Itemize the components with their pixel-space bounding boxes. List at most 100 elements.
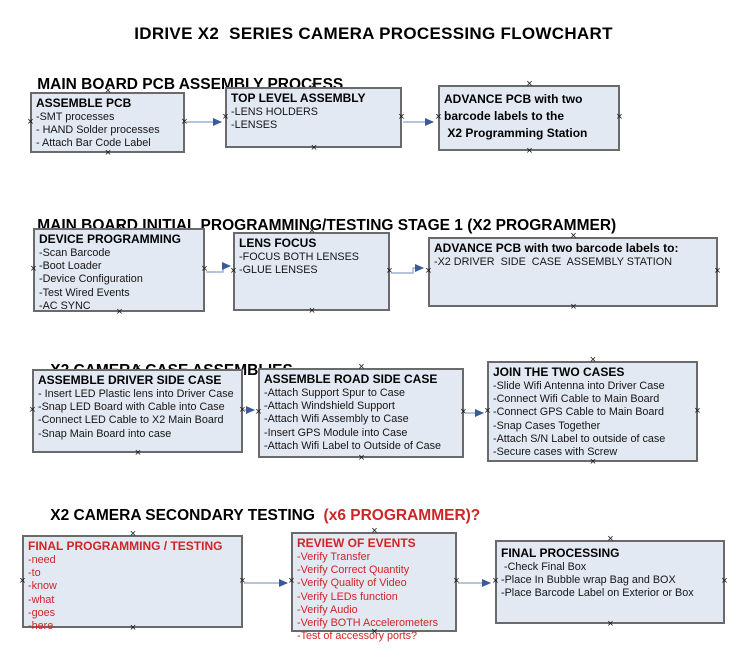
section-header-red-text: (x6 PROGRAMMER)?	[319, 507, 481, 524]
box-line: -Snap LED Board with Cable into Case	[38, 401, 225, 414]
flow-box-advance-pcb-driver-side: ×××× ADVANCE PCB with two barcode labels…	[425, 231, 720, 313]
box-line: - Insert LED Plastic lens into Driver Ca…	[38, 388, 234, 400]
box-line: -Verify Transfer	[297, 551, 371, 563]
box-line: -Verify LEDs function	[297, 590, 398, 603]
box-line: -Verify Quality of Video	[297, 577, 407, 590]
connection-point-icon: ×	[398, 110, 405, 123]
connection-point-icon: ×	[230, 264, 237, 277]
flow-box-join-the-two-cases: ×××× JOIN THE TWO CASES -Slide Wifi Ante…	[484, 355, 700, 468]
connection-point-icon: ×	[239, 404, 246, 416]
connection-point-icon: ×	[425, 265, 432, 277]
box-line: -Verify Audio	[297, 603, 358, 616]
connector-arrow	[206, 262, 231, 273]
connection-point-icon: ×	[589, 456, 597, 468]
connection-point-icon: ×	[607, 533, 614, 545]
box-title: DEVICE PROGRAMMING	[39, 232, 182, 246]
box-line: -Snap Cases Together	[493, 419, 601, 432]
section-header-text: X2 CAMERA SECONDARY TESTING	[50, 507, 320, 524]
box-line: -Attach Wifi Assembly to Case	[264, 413, 409, 426]
connection-point-icon: ×	[386, 264, 393, 277]
connection-point-icon: ×	[526, 145, 533, 157]
connection-point-icon: ×	[526, 78, 533, 90]
box-line: -Check Final Box	[501, 561, 587, 573]
box-line: -Connect GPS Cable to Main Board	[493, 406, 665, 419]
connection-point-icon: ×	[714, 265, 721, 277]
box-line: -Snap Main Board into case	[38, 427, 172, 440]
box-line: -Verify BOTH Accelerometers	[297, 617, 438, 630]
connection-point-icon: ×	[453, 575, 460, 587]
box-line: -FOCUS BOTH LENSES	[239, 251, 359, 263]
box-title: ASSEMBLE PCB	[36, 96, 132, 110]
box-line: -LENS HOLDERS	[231, 106, 318, 118]
connection-point-icon: ×	[308, 305, 316, 317]
box-title: REVIEW OF EVENTS	[297, 536, 416, 550]
connection-point-icon: ×	[460, 406, 467, 418]
box-line: -know	[28, 580, 57, 593]
box-line: -Attach S/N Label to outside of case	[493, 432, 666, 445]
connection-point-icon: ×	[30, 263, 37, 275]
box-line: - HAND Solder processes	[36, 124, 160, 137]
connection-point-icon: ×	[27, 115, 34, 128]
box-line: -LENSES	[231, 119, 278, 132]
box-line: -Place Barcode Label on Exterior or Box	[501, 587, 694, 600]
flow-box-device-programming: ×××× DEVICE PROGRAMMING -Scan Barcode -B…	[30, 222, 207, 318]
box-title: FINAL PROGRAMMING / TESTING	[28, 539, 223, 553]
box-title: FINAL PROCESSING	[501, 546, 620, 560]
box-line: -SMT processes	[36, 111, 115, 123]
connection-point-icon: ×	[721, 575, 728, 587]
connection-point-icon: ×	[492, 575, 499, 587]
box-line: -Boot Loader	[39, 260, 102, 273]
connection-point-icon: ×	[239, 574, 246, 587]
connection-point-icon: ×	[181, 115, 188, 128]
connection-point-icon: ×	[616, 111, 623, 123]
connection-point-icon: ×	[29, 404, 36, 416]
box-line: -Test of accessory ports?	[297, 630, 418, 643]
box-line: -Place In Bubble wrap Bag and BOX	[501, 574, 676, 587]
flow-box-assemble-driver-side-case: ×××× ASSEMBLE DRIVER SIDE CASE - Insert …	[29, 363, 245, 459]
box-line: -Test Wired Events	[39, 286, 130, 299]
box-line: -Connect Wifi Cable to Main Board	[493, 393, 660, 406]
flow-box-final-programming-testing: ×××× FINAL PROGRAMMING / TESTING -need -…	[19, 529, 245, 634]
flow-box-lens-focus: ×××× LENS FOCUS -FOCUS BOTH LENSES -GLUE…	[230, 226, 392, 317]
connection-point-icon: ×	[589, 354, 597, 366]
box-line: -Attach Support Spur to Case	[264, 387, 406, 399]
box-line: -goes	[28, 606, 56, 619]
page-title: IDRIVE X2 SERIES CAMERA PROCESSING FLOWC…	[134, 24, 613, 43]
box-line: -GLUE LENSES	[239, 264, 318, 277]
flow-box-top-level-assembly: ×××× TOP LEVEL ASSEMBLY -LENS HOLDERS -L…	[222, 81, 404, 154]
flow-box-final-processing: ×××× FINAL PROCESSING -Check Final Box -…	[492, 534, 727, 630]
box-line: -what	[28, 593, 55, 606]
box-line: -AC SYNC	[39, 299, 91, 312]
connection-point-icon: ×	[222, 110, 229, 123]
box-line: -Insert GPS Module into Case	[264, 426, 408, 439]
box-line: - Attach Bar Code Label	[36, 137, 151, 150]
flow-box-assemble-road-side-case: × × × × ASSEMBLE ROAD SIDE CASE -Attach Sup…	[255, 362, 466, 464]
connection-point-icon: ×	[484, 404, 491, 417]
flow-box-review-of-events: ×××× REVIEW OF EVENTS -Verify Transfer -…	[288, 526, 459, 643]
connection-point-icon: ×	[255, 406, 262, 418]
flow-box-assemble-pcb: ×××× ASSEMBLE PCB -SMT processes - HAND …	[27, 86, 187, 159]
connection-point-icon: ×	[201, 263, 208, 275]
box-title: ASSEMBLE DRIVER SIDE CASE	[38, 373, 222, 387]
box-title: ASSEMBLE ROAD SIDE CASE	[264, 372, 438, 386]
connection-point-icon: ×	[358, 452, 365, 464]
connection-point-icon: ×	[310, 142, 318, 154]
box-line: -Verify Correct Quantity	[297, 564, 410, 577]
box-line: -Connect LED Cable to X2 Main Board	[38, 414, 224, 427]
connection-point-icon: ×	[358, 361, 365, 373]
box-line: -Secure cases with Screw	[493, 446, 618, 459]
box-line: -need	[28, 554, 56, 566]
connection-point-icon: ×	[134, 447, 142, 459]
connection-point-icon: ×	[570, 301, 577, 313]
connection-point-icon: ×	[288, 575, 295, 587]
flow-box-advance-pcb-programming-station: ×××× ADVANCE PCB with two barcode labels…	[435, 79, 622, 157]
box-line: -here	[28, 620, 54, 633]
box-title: ADVANCE PCB with two barcode labels to t…	[444, 92, 588, 140]
box-line: -Attach Wifi Label to Outside of Case	[264, 439, 442, 452]
section-header-secondary-testing: X2 CAMERA SECONDARY TESTING (x6 PROGRAMM…	[33, 489, 480, 543]
connection-point-icon: ×	[694, 404, 701, 417]
box-title: TOP LEVEL ASSEMBLY	[231, 91, 366, 105]
box-line: -Scan Barcode	[39, 247, 111, 259]
box-title: LENS FOCUS	[239, 236, 317, 250]
